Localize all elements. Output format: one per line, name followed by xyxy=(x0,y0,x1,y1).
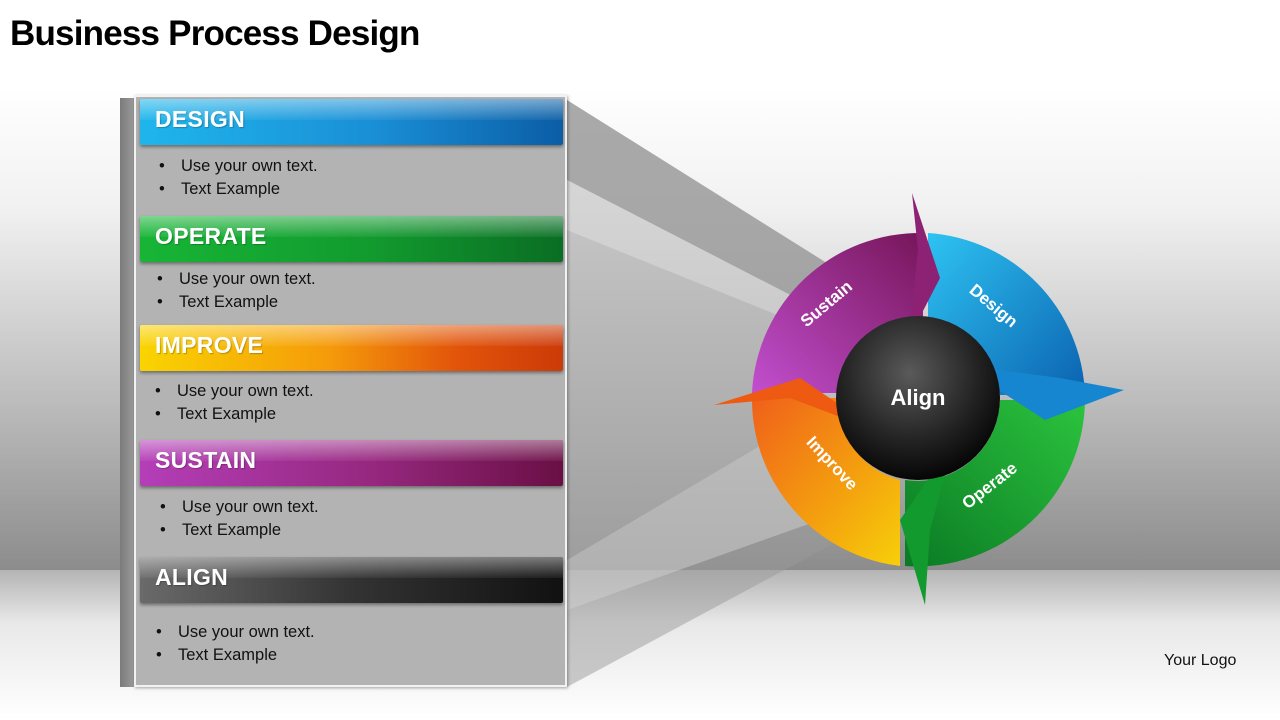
bullet-item: Use your own text. xyxy=(157,155,318,178)
beam-lower xyxy=(567,440,820,610)
section-bar-design: DESIGN xyxy=(140,99,563,145)
cycle-segment-design xyxy=(928,233,1085,395)
section-bar-align: ALIGN xyxy=(140,557,563,603)
bullet-list-operate: Use your own text. Text Example xyxy=(155,268,316,314)
page-title: Business Process Design xyxy=(10,14,420,53)
cycle-center-label: Align xyxy=(891,385,946,410)
logo-placeholder: Your Logo xyxy=(1164,652,1237,669)
section-bar-improve: IMPROVE xyxy=(140,325,563,371)
section-bar-sustain: SUSTAIN xyxy=(140,440,563,486)
bullet-list-align: Use your own text. Text Example xyxy=(154,621,315,667)
bullet-item: Use your own text. xyxy=(153,380,314,403)
beam-mid xyxy=(567,230,790,560)
cycle-segment-operate xyxy=(905,400,1085,567)
arrow-tip-design xyxy=(960,365,1124,420)
bullet-item: Text Example xyxy=(153,403,314,426)
arrow-tip-operate xyxy=(900,440,955,605)
bullet-item: Text Example xyxy=(158,519,319,542)
bullet-item: Use your own text. xyxy=(155,268,316,291)
bullet-item: Text Example xyxy=(154,644,315,667)
arrow-tip-improve xyxy=(714,378,880,432)
beam-bottom xyxy=(567,520,840,687)
bullet-item: Use your own text. xyxy=(158,496,319,519)
bullet-item: Text Example xyxy=(157,178,318,201)
bullet-list-design: Use your own text. Text Example xyxy=(157,155,318,201)
beam-upper xyxy=(567,180,800,320)
cycle-center xyxy=(836,316,1000,480)
bullet-list-sustain: Use your own text. Text Example xyxy=(158,496,319,542)
cycle-segment-sustain xyxy=(752,232,923,393)
beam-top xyxy=(567,100,830,300)
panel-side-strip xyxy=(120,98,134,687)
bullet-list-improve: Use your own text. Text Example xyxy=(153,380,314,426)
bullet-item: Text Example xyxy=(155,291,316,314)
section-bar-operate: OPERATE xyxy=(140,216,563,262)
bullet-item: Use your own text. xyxy=(154,621,315,644)
arrow-tip-sustain xyxy=(908,193,940,340)
cycle-segment-improve xyxy=(751,398,900,566)
